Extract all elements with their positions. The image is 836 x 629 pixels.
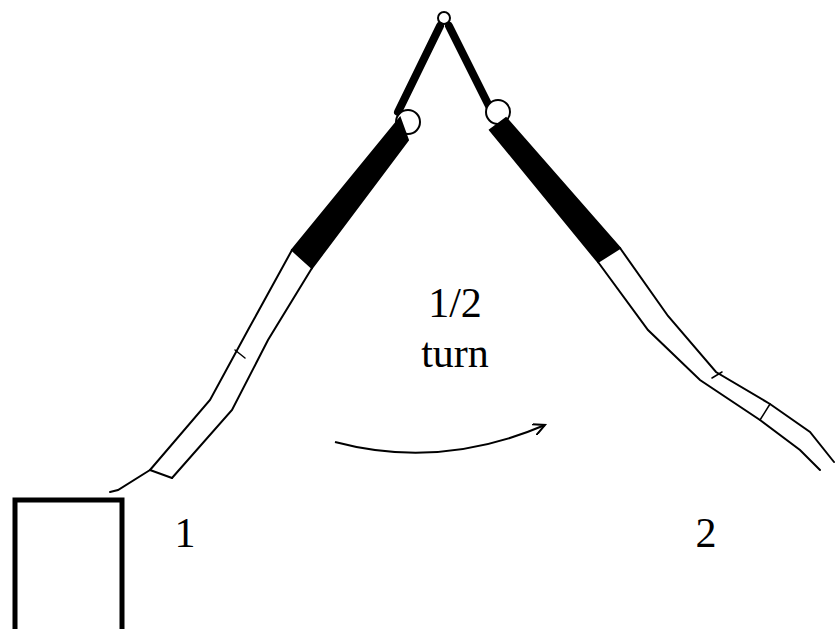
callout-number: 1	[175, 510, 196, 556]
position-number: 1	[165, 508, 205, 558]
position-number: 2	[686, 508, 726, 558]
figure-1	[110, 26, 440, 492]
movement-label: 1/2 turn	[395, 278, 515, 379]
box	[15, 500, 122, 629]
turn-arrow	[335, 425, 545, 453]
movement-text: 1/2 turn	[421, 280, 489, 376]
callout-number: 2	[696, 510, 717, 556]
figure-2	[449, 26, 834, 470]
